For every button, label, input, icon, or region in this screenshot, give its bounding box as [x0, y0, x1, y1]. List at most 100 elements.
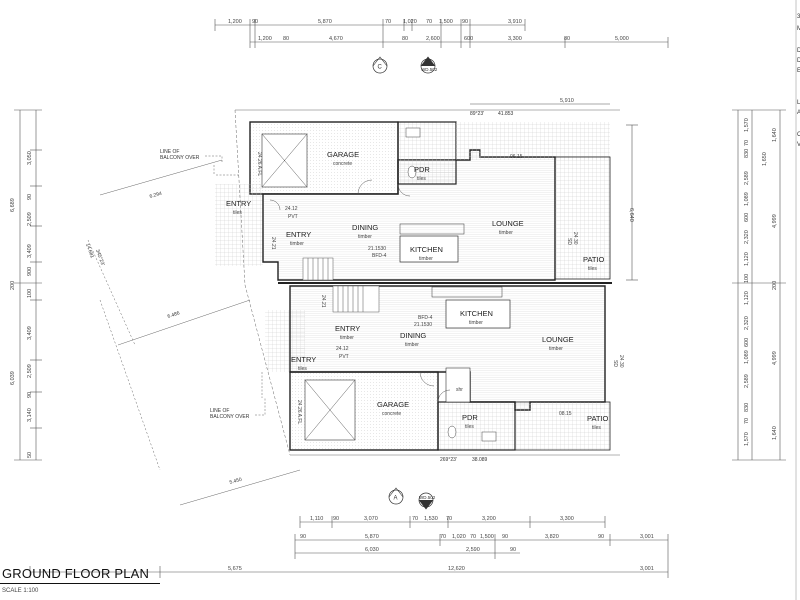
dim-label: 2,320 [744, 230, 750, 244]
dim-label: 5,675 [228, 566, 242, 572]
unit-b [265, 285, 611, 451]
pvt-label: PVT [288, 214, 298, 220]
dim-label: 90 [510, 547, 516, 553]
rl-value: 24.12 [336, 346, 349, 352]
bottom-dim-row-4: 5,675 12,620 3,001 [228, 566, 654, 572]
dim-label: 80 [283, 36, 289, 42]
pvt-label: PVT [339, 354, 349, 360]
titleblock-text: M [797, 26, 800, 32]
dim-label: 5,870 [318, 19, 332, 25]
pdr-b [437, 401, 516, 451]
top-dimensions [214, 19, 669, 48]
rl-value: 21.1530 [368, 246, 386, 252]
stair-a [302, 257, 334, 281]
dim-label: 3,200 [482, 516, 496, 522]
dim-label: 3,300 [508, 36, 522, 42]
dim-label: 90 [300, 534, 306, 540]
dim-label: 2,589 [744, 171, 750, 185]
room-labels-unit-b: GARAGE concrete ENTRY tiles ENTRY timber… [291, 295, 624, 431]
dim-label: 2,320 [744, 316, 750, 330]
titleblock-text: D [797, 58, 800, 64]
dim-label: 5,870 [365, 534, 379, 540]
bottom-dim-row-1: 1,110 90 3,070 70 1,530 70 3,200 3,300 [310, 516, 574, 522]
bearing-left-len: 14.681 [84, 243, 95, 260]
dim-label: 90 [333, 516, 339, 522]
dim-label: 600 [744, 338, 750, 347]
bearing-left: 345°23' [94, 249, 105, 267]
dim-label: 1,500 [439, 19, 453, 25]
dim-label: 3,050 [27, 151, 33, 165]
drawing-title: GROUND FLOOR PLAN [2, 566, 150, 581]
drawing-scale: SCALE 1:100 [2, 588, 39, 594]
rl-value: 24.26 A.FL [256, 152, 262, 176]
dim-label: 3,409 [27, 244, 33, 258]
room-finish: timber [499, 230, 513, 236]
room-finish: timber [340, 335, 354, 341]
titleblock-text: L [797, 100, 800, 106]
dim-label: 2,509 [27, 212, 33, 226]
dim-label: 5,000 [615, 36, 629, 42]
dim-label: 70 [426, 19, 432, 25]
dim-label: 1,120 [744, 291, 750, 305]
dim-label: 80 [564, 36, 570, 42]
room-label: PDR [414, 165, 430, 174]
dim-label: 70 [446, 516, 452, 522]
rl-value: 24.26 A.FL [296, 400, 302, 424]
dim-label: 3,409 [27, 326, 33, 340]
boundary-dim-3: 5.450 [229, 477, 243, 486]
dim-label: 2,509 [27, 364, 33, 378]
room-finish: tiles [592, 425, 601, 431]
dim-label: 3,001 [640, 566, 654, 572]
section-a-ref: WD.502 [419, 495, 436, 500]
room-label: ENTRY [335, 324, 360, 333]
left-dimensions [14, 109, 42, 461]
titleblock-text: 3/ [797, 14, 800, 20]
dim-label: 1,570 [744, 432, 750, 446]
dim-label: 4,670 [329, 36, 343, 42]
bearing-top-len: 41.853 [498, 111, 514, 117]
unit-a [215, 121, 611, 281]
dim-label: 600 [744, 213, 750, 222]
dim-label: 6,640 [628, 208, 634, 222]
dim-label: 600 [464, 36, 473, 42]
shower-b [445, 367, 471, 403]
room-label: GARAGE [377, 400, 409, 409]
dim-label: 90 [462, 19, 468, 25]
section-marker-a-bottom: A WD.502 [388, 487, 436, 510]
titleblock-text: E [797, 68, 800, 74]
dim-label: 900 [27, 267, 33, 276]
dim-label: 4,999 [772, 351, 778, 365]
bearing-bottom: 269°23' [440, 457, 457, 463]
right-dim-inner: 1,570 70 830 2,589 1,089 600 2,320 1,120… [744, 118, 750, 446]
balcony-note-line1: LINE OF [210, 408, 229, 414]
dim-label: 1,089 [744, 350, 750, 364]
room-finish: timber [290, 241, 304, 247]
bearing-bottom-len: 38.089 [472, 457, 488, 463]
patio-a-top [456, 122, 610, 160]
site-boundary [87, 109, 620, 506]
dim-label: 5,910 [560, 98, 574, 104]
dim-label: 1,570 [744, 118, 750, 132]
sd-label: SD [566, 238, 572, 245]
dim-label: 1,200 [228, 19, 242, 25]
dim-label: 70 [412, 516, 418, 522]
right-dim-outer: 1,640 4,999 200 4,999 1,640 1,650 6,640 … [560, 98, 778, 440]
rl-value: 24.30 [618, 355, 624, 368]
title-underline [0, 583, 160, 584]
room-finish: tiles [465, 424, 474, 430]
rl-value: 08.15 [559, 411, 572, 417]
rl-value: 24.21 [320, 295, 326, 308]
room-label: ENTRY [286, 230, 311, 239]
dim-label: 6,039 [10, 371, 16, 385]
bottom-dim-row-3: 6,030 2,590 90 [365, 547, 516, 553]
right-dimensions [626, 109, 786, 461]
dim-label: 3,070 [364, 516, 378, 522]
room-label: LOUNGE [492, 219, 524, 228]
stair-b [332, 285, 380, 313]
room-finish: concrete [382, 411, 401, 417]
dim-label: 1,120 [744, 252, 750, 266]
rl-value: 21.1530 [414, 322, 432, 328]
titleblock-text: A [797, 110, 800, 116]
room-label: DINING [400, 331, 426, 340]
